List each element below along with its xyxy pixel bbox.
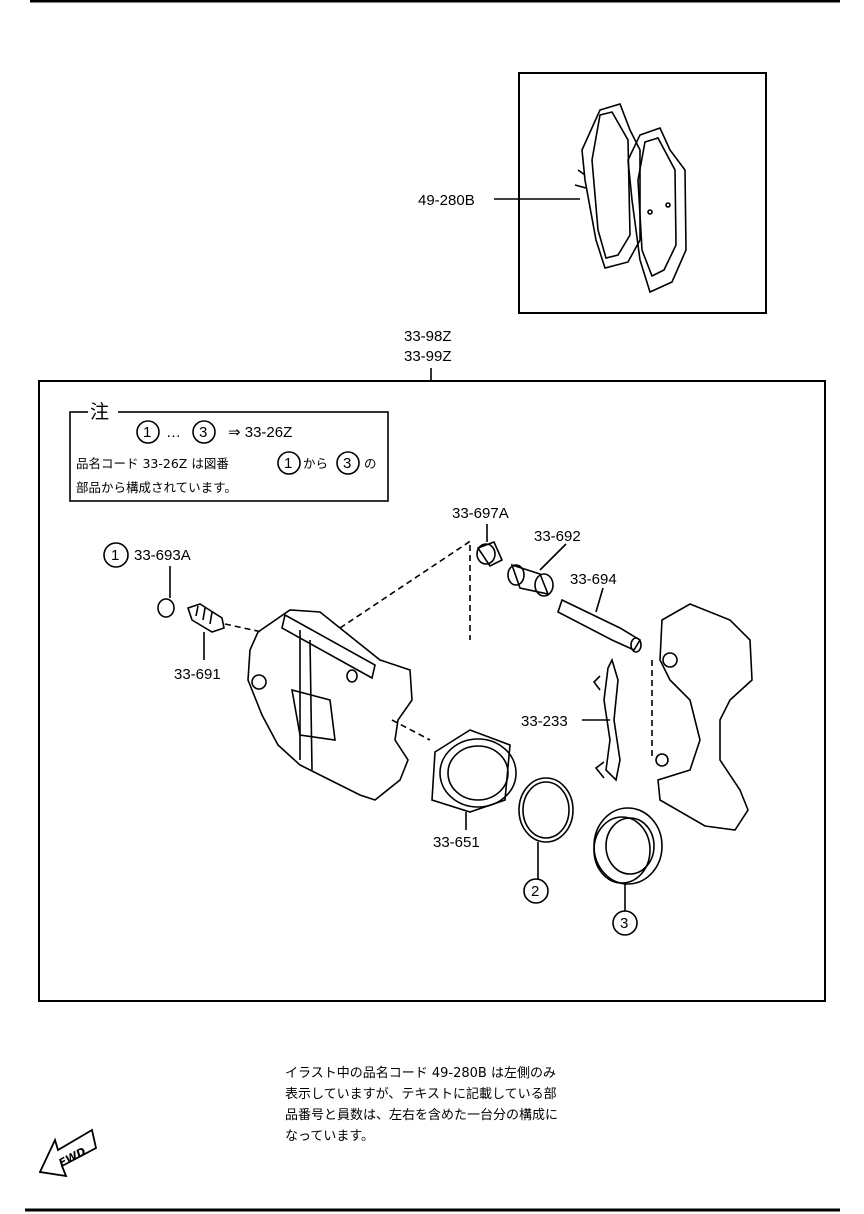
label-boot: 33-693A [134,547,191,564]
bleeder-part [186,603,225,633]
boot-part [157,598,175,618]
guide-pin-leader [595,587,604,613]
bracket-part [655,603,753,831]
note-line2-b: から [303,456,328,471]
note-title: 注 [90,401,109,423]
note-circle-1a [136,420,160,444]
note-circle-1b-text: 1 [284,455,292,472]
fwd-arrow-icon [38,1128,98,1178]
note-circle-1a-text: 1 [143,424,151,441]
note-line2-c: の [364,456,377,471]
spring-part [592,657,621,782]
piston-part [431,729,517,813]
note-line3: 部品から構成されています。 [76,480,237,495]
note-range-dots: … [166,424,181,441]
circle-2-text: 2 [531,883,539,900]
circle-3-text: 3 [620,915,628,932]
circle-2 [523,878,549,904]
sleeve-leader [539,543,567,571]
note-circle-3a [192,420,216,444]
label-piston: 33-651 [433,834,480,851]
footer-note: イラスト中の品名コード 49-280B は左側のみ 表示していますが、テキストに… [285,1066,559,1144]
note-circle-1b [277,451,301,475]
note-circle-3b-text: 3 [343,455,351,472]
circle-1-text: 1 [111,547,119,564]
pad-box [518,72,767,314]
bushing-part [476,540,504,568]
guide-pin-part [557,598,642,653]
label-spring: 33-233 [521,713,568,730]
brake-pad-drawing [574,103,687,294]
label-caliper-assy-2: 33-99Z [404,348,452,365]
seal-part [518,777,574,843]
label-bushing: 33-697A [452,505,509,522]
label-pad: 49-280B [418,192,475,209]
label-sleeve: 33-692 [534,528,581,545]
circle-1 [103,542,129,568]
dust-boot-part [593,807,663,885]
caliper-body [247,609,413,801]
note-arrow-text: ⇒ 33-26Z [228,424,292,441]
label-caliper-assy-1: 33-98Z [404,328,452,345]
note-box [69,411,389,502]
label-guide-pin: 33-694 [570,571,617,588]
note-circle-3a-text: 3 [199,424,207,441]
note-line2-a: 品名コード 33-26Z は図番 [76,456,229,471]
caliper-assy-box [38,380,826,1002]
note-circle-3b [336,451,360,475]
label-bleeder: 33-691 [174,666,221,683]
sleeve-part [507,563,554,597]
